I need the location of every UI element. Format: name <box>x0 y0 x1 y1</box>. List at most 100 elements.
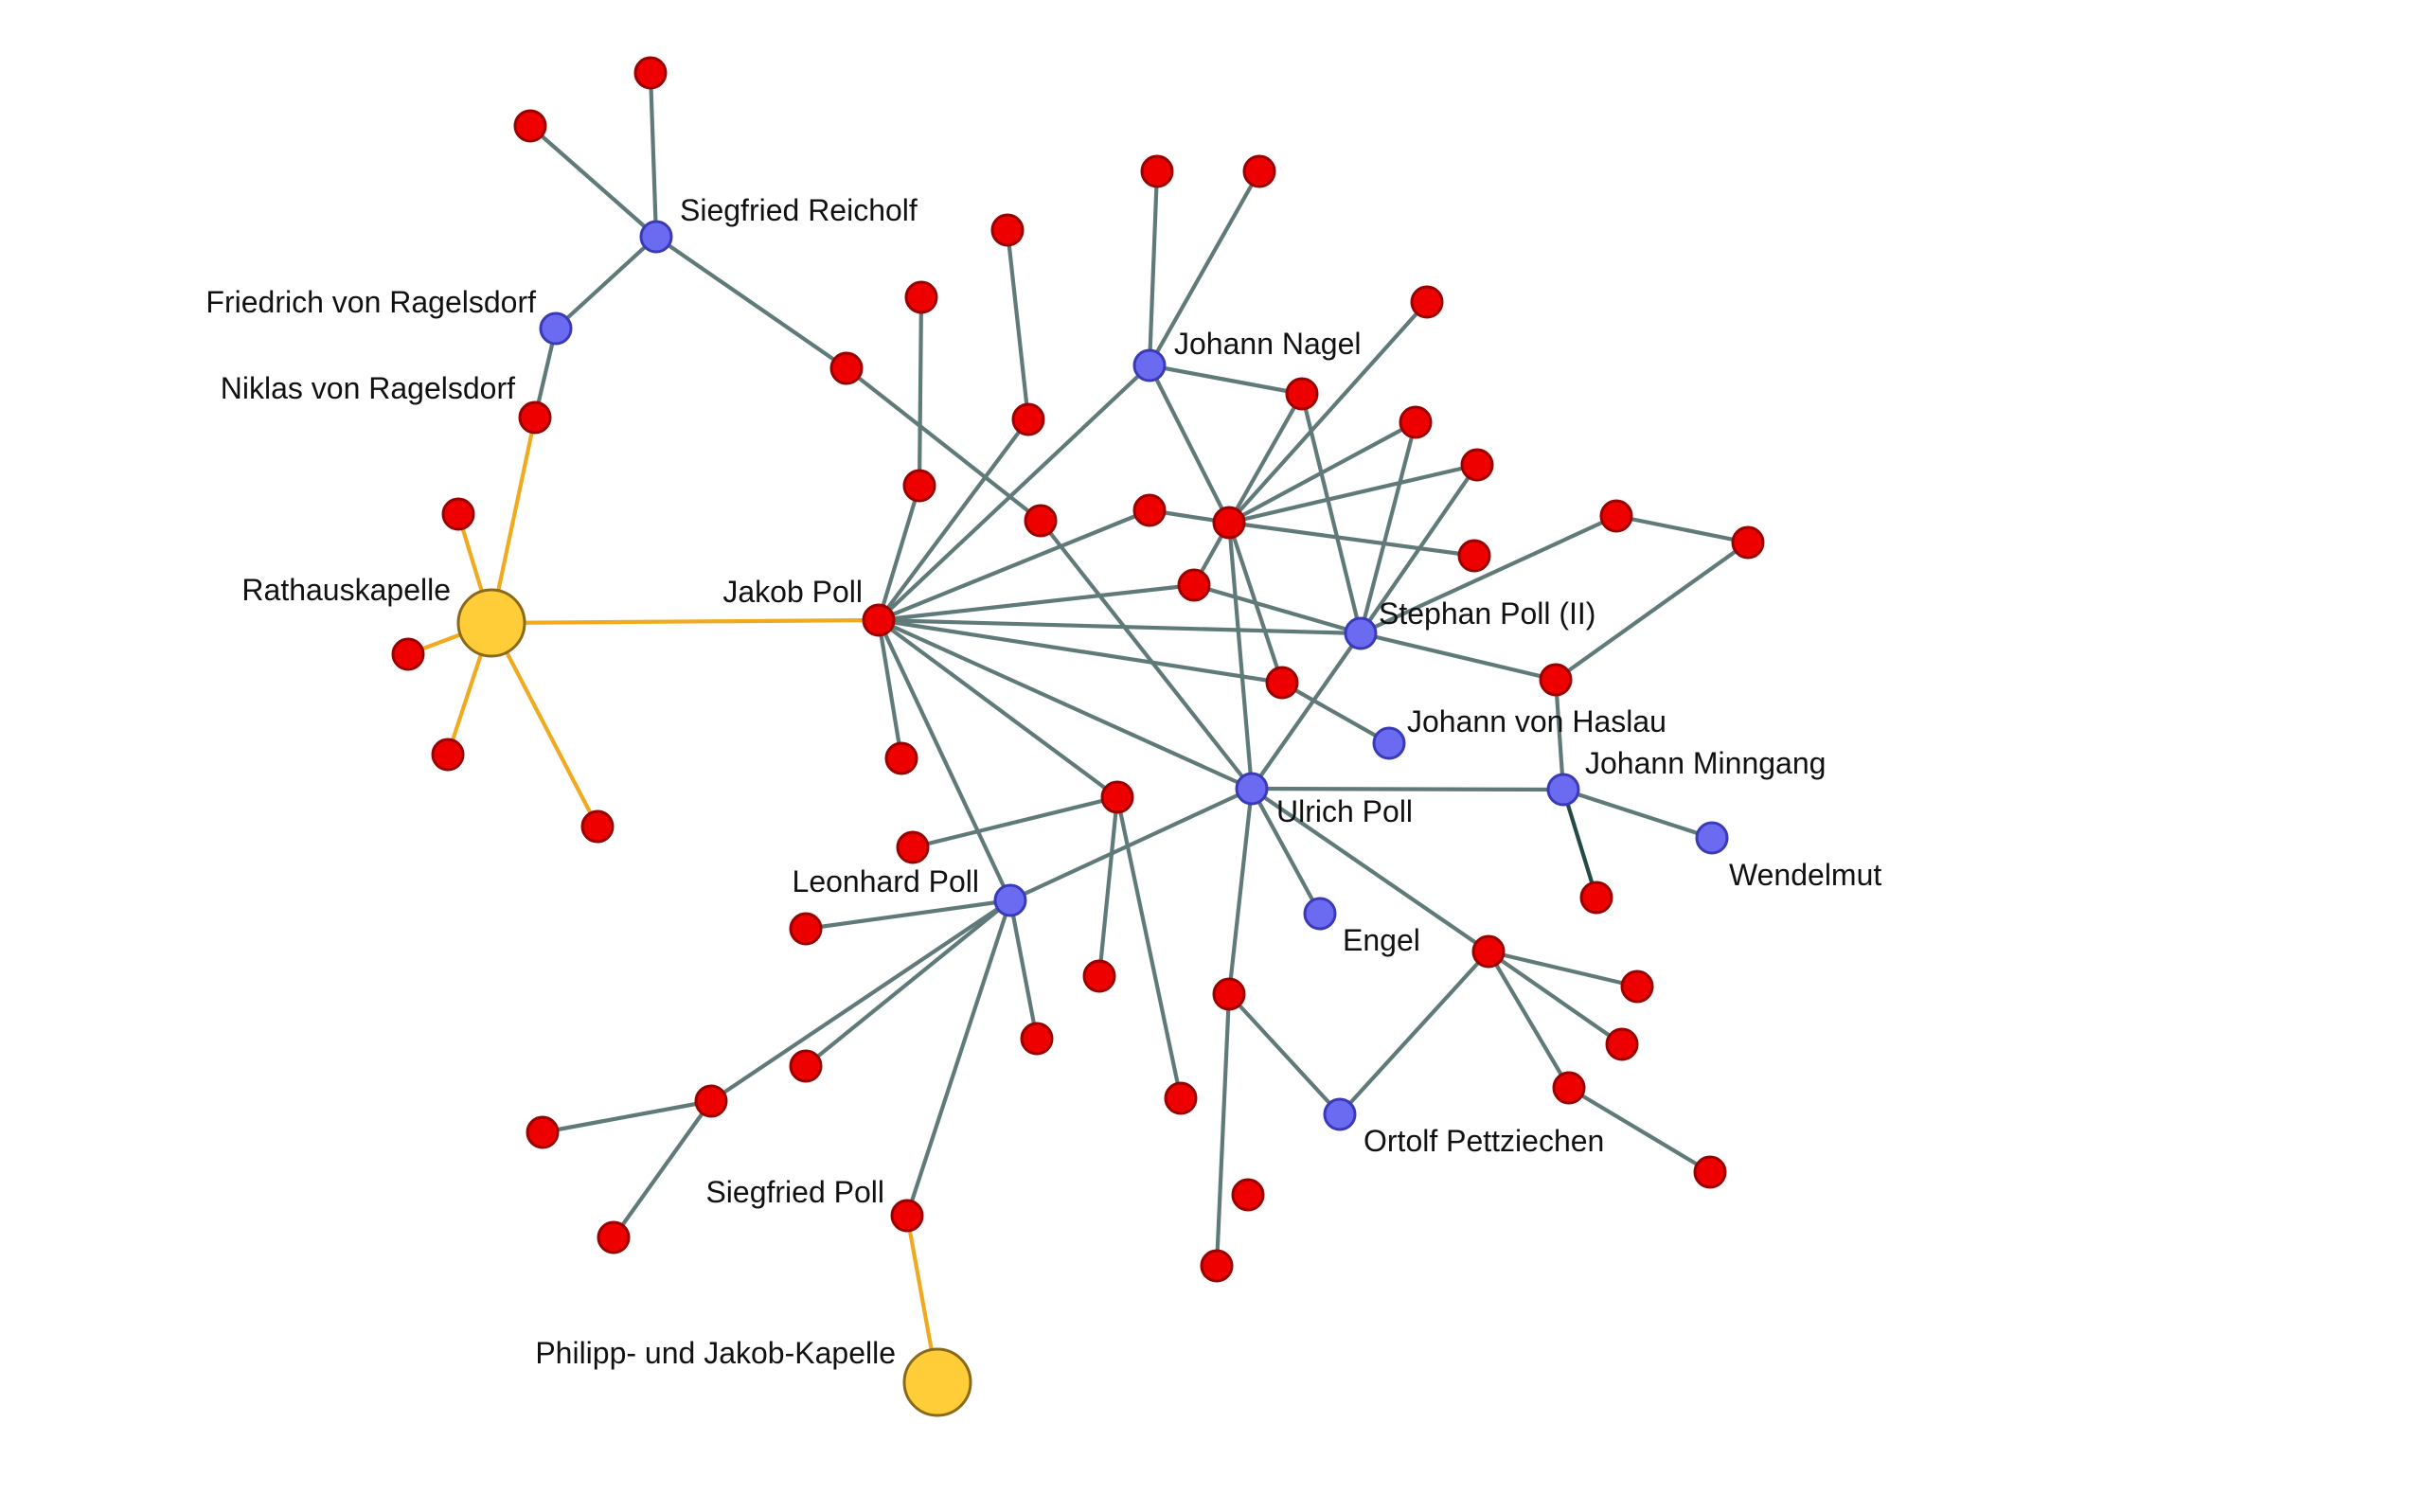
node-r-894 <box>829 351 864 385</box>
label-friedrich-von-ragelsdorf: Friedrich von Ragelsdorf <box>205 285 536 319</box>
node-r-1686 <box>1579 881 1613 915</box>
node-leonhard-poll <box>993 883 1027 917</box>
edge-r-1572-r-1657 <box>1486 949 1572 1091</box>
edge-ulrich-poll-johann-minngang <box>1249 786 1566 792</box>
node-johann-von-haslau <box>1372 726 1406 760</box>
edge-jakob-poll-r-1354 <box>876 617 1285 685</box>
node-r-1557 <box>1457 539 1491 573</box>
edge-r-1298-ortolf-pettziechen <box>1226 991 1343 1117</box>
label-johann-minngang: Johann Minngang <box>1585 746 1826 780</box>
node-r-751 <box>694 1084 728 1118</box>
label-wendelmut: Wendelmut <box>1729 858 1881 892</box>
edge-rathauskapelle-jakob-poll <box>489 617 882 626</box>
label-rathauskapelle: Rathauskapelle <box>241 573 451 607</box>
graph-nodes <box>391 56 1765 1417</box>
node-r-sr-left <box>513 109 547 143</box>
node-r-1806 <box>1693 1155 1727 1189</box>
edge-johann-nagel-r-1375 <box>1147 363 1305 397</box>
edge-jakob-poll-r-1086 <box>876 417 1031 623</box>
edge-jakob-poll-r-952 <box>876 617 904 761</box>
graph-labels: Siegfried Reicholf Friedrich von Ragelsd… <box>205 193 1881 1370</box>
edge-r-1572-r-1713 <box>1486 949 1625 1047</box>
node-r-851 <box>789 912 823 946</box>
edge-stephan-poll-ii-r-1643 <box>1358 631 1559 683</box>
node-r-1560 <box>1460 448 1494 482</box>
node-r-1846 <box>1731 525 1765 560</box>
edge-r-1657-r-1806 <box>1566 1085 1713 1175</box>
node-r-1222 <box>1140 154 1174 188</box>
edge-siegfried-reicholf-friedrich-von-ragelsdorf <box>553 234 659 331</box>
node-r-1064 <box>990 213 1025 247</box>
edge-hub-1298-r-1507 <box>1226 299 1430 525</box>
node-r-1507 <box>1410 285 1444 319</box>
node-siegfried-poll <box>890 1199 924 1233</box>
edge-jakob-poll-ulrich-poll <box>876 617 1255 792</box>
edge-r-1375-stephan-poll-ii <box>1299 391 1364 636</box>
node-r-1318 <box>1231 1178 1265 1212</box>
edge-stephan-poll-ii-ulrich-poll <box>1249 631 1364 792</box>
node-r-1247 <box>1164 1081 1198 1115</box>
label-siegfried-reicholf: Siegfried Reicholf <box>680 193 918 227</box>
edge-r-1846-r-1643 <box>1553 540 1751 683</box>
node-r-1261 <box>1177 568 1211 602</box>
edge-siegfried-reicholf-r-sr-top <box>648 70 659 240</box>
edge-r-1643-johann-minngang <box>1553 677 1566 792</box>
edge-r-751-r-573 <box>540 1098 714 1135</box>
edge-leonhard-poll-siegfried-poll <box>904 898 1013 1218</box>
edge-hub-1298-r-1495 <box>1226 419 1418 525</box>
node-siegfried-reicholf <box>639 220 673 254</box>
edge-r-1495-stephan-poll-ii <box>1358 419 1418 636</box>
label-niklas-von-ragelsdorf: Niklas von Ragelsdorf <box>221 371 515 405</box>
edge-jakob-poll-r-971 <box>876 483 922 623</box>
edge-johann-nagel-r-1222 <box>1147 169 1160 368</box>
node-r-sr-top <box>633 56 668 90</box>
edge-r-1180-r-1247 <box>1114 794 1184 1101</box>
edge-johann-nagel-r-1330 <box>1147 169 1262 368</box>
node-r-573 <box>526 1115 560 1149</box>
node-friedrich-von-ragelsdorf <box>539 311 573 346</box>
node-ulrich-poll <box>1235 772 1269 806</box>
edge-rathauskapelle-r-rk-4 <box>489 620 600 829</box>
edge-r-971-r-973 <box>917 294 924 489</box>
graph-edges <box>405 70 1751 1385</box>
edge-leonhard-poll-r-851b <box>803 898 1013 1069</box>
node-r-1572 <box>1471 934 1506 969</box>
edge-r-894-r-1099 <box>844 365 1043 524</box>
edge-leonhard-poll-r-851 <box>803 898 1013 932</box>
edge-r-1572-ortolf-pettziechen <box>1337 949 1491 1117</box>
node-stephan-poll-ii <box>1344 616 1378 650</box>
node-johann-minngang <box>1546 773 1580 807</box>
edge-hub-1298-r-1557 <box>1226 520 1477 559</box>
edge-r-1180-r-964 <box>910 794 1120 850</box>
node-r-1643 <box>1539 663 1573 697</box>
node-r-1086 <box>1011 402 1045 436</box>
label-engel: Engel <box>1343 923 1420 957</box>
node-r-1354 <box>1265 666 1299 700</box>
edge-jakob-poll-stephan-poll-ii <box>876 617 1364 636</box>
label-leonhard-poll: Leonhard Poll <box>793 864 979 898</box>
node-r-rk-1 <box>441 497 475 531</box>
label-ulrich-poll: Ulrich Poll <box>1276 794 1413 828</box>
edge-r-1354-johann-von-haslau <box>1279 680 1392 746</box>
node-r-851b <box>789 1049 823 1083</box>
node-r-1495 <box>1399 405 1433 439</box>
label-stephan-poll-ii: Stephan Poll (II) <box>1379 596 1595 631</box>
edge-ulrich-poll-engel <box>1249 786 1323 916</box>
node-r-1713 <box>1605 1027 1639 1061</box>
edge-hub-1298-ulrich-poll <box>1226 520 1255 792</box>
label-ortolf-pettziechen: Ortolf Pettziechen <box>1364 1124 1604 1158</box>
edge-niklas-von-ragelsdorf-rathauskapelle <box>489 415 538 626</box>
edge-leonhard-poll-r-751 <box>708 898 1013 1104</box>
edge-ulrich-poll-leonhard-poll <box>1007 786 1255 903</box>
node-r-1095 <box>1020 1022 1054 1056</box>
node-johann-nagel <box>1132 348 1167 382</box>
edge-r-1298-r-1285 <box>1214 991 1232 1269</box>
label-jakob-poll: Jakob Poll <box>722 575 863 609</box>
edge-johann-minngang-r-1686 <box>1560 787 1599 900</box>
node-r-973 <box>904 280 938 314</box>
edge-jakob-poll-leonhard-poll <box>876 617 1013 903</box>
node-r-1214 <box>1132 493 1167 527</box>
node-r-1657 <box>1552 1071 1586 1105</box>
edge-jakob-poll-r-1180 <box>876 617 1120 800</box>
